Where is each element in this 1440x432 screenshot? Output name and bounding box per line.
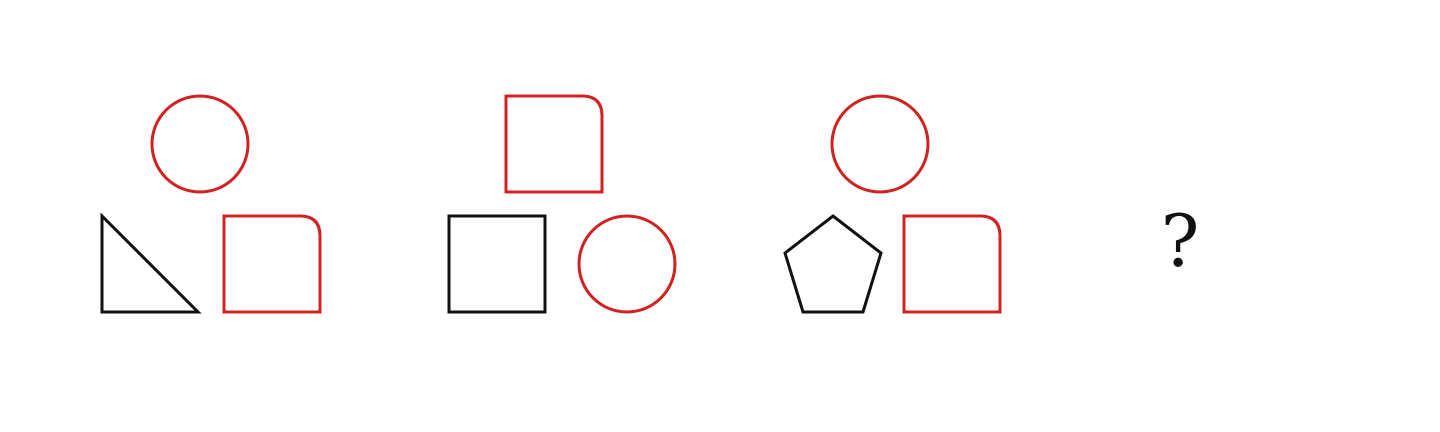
panel-2-square: [447, 214, 547, 314]
panel-3: [783, 94, 1002, 314]
panel-1-right-triangle: [100, 212, 202, 314]
panel-1-top-circle: [150, 94, 250, 194]
panel-3-pentagon: [783, 214, 883, 314]
panel-2-top-rounded-square: [504, 94, 604, 194]
panel-1-rounded-square: [222, 214, 322, 314]
panel-2-circle: [577, 214, 677, 314]
panel-3-rounded-square: [902, 214, 1002, 314]
panel-1: [100, 94, 322, 314]
answer-question-mark: ?: [1161, 199, 1200, 283]
panel-2: [447, 94, 677, 314]
panel-3-top-circle: [830, 94, 930, 194]
